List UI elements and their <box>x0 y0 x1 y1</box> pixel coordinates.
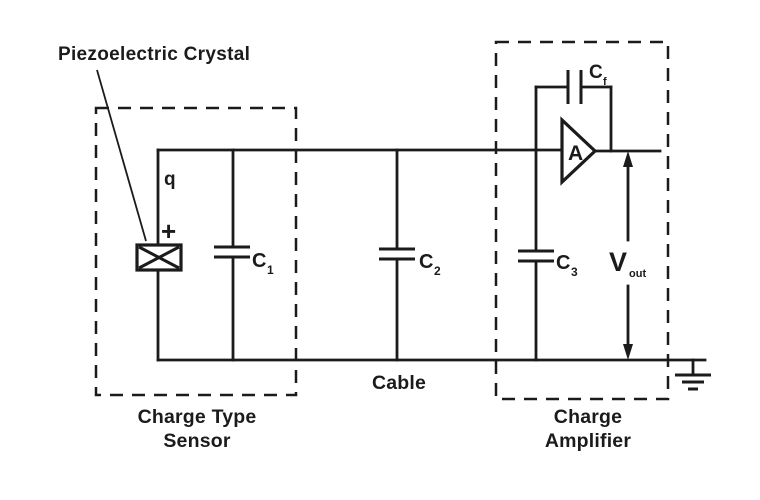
amplifier-caption-line1: Charge <box>554 406 622 428</box>
c1-label: C <box>252 250 266 272</box>
feedback-capacitor-cf: C f <box>534 62 613 153</box>
sensor-caption-line1: Charge Type <box>138 406 257 428</box>
vout-arrow: V out <box>609 151 646 360</box>
charge-q-label: q <box>164 169 176 190</box>
wires <box>156 148 707 362</box>
opamp-gain-label: A <box>568 142 583 165</box>
plus-polarity-label: + <box>161 216 176 246</box>
crystal-diagonal-2 <box>138 245 180 270</box>
cable-label: Cable <box>372 372 426 394</box>
capacitor-c1: C 1 <box>214 148 274 362</box>
piezo-crystal-symbol <box>135 243 183 272</box>
c2-label: C <box>419 251 433 273</box>
c2-subscript: 2 <box>434 264 441 278</box>
opamp-triangle <box>560 116 598 186</box>
capacitor-c2: C 2 <box>379 148 441 362</box>
cf-subscript: f <box>603 76 607 88</box>
sensor-caption-line2: Sensor <box>163 430 231 452</box>
c3-label: C <box>556 252 570 274</box>
ground-symbol <box>675 358 711 391</box>
c1-subscript: 1 <box>267 263 274 277</box>
capacitor-c3: C 3 <box>518 148 578 362</box>
sensor-dashed-box <box>94 106 298 397</box>
vout-label: V <box>609 247 627 277</box>
vout-subscript: out <box>629 268 646 280</box>
vout-arrowhead-up <box>623 151 633 167</box>
piezo-crystal-label: Piezoelectric Crystal <box>58 44 250 65</box>
amplifier-caption-line2: Amplifier <box>545 430 632 452</box>
c3-subscript: 3 <box>571 265 578 279</box>
opamp-symbol: A <box>560 116 598 186</box>
cf-label: C <box>589 62 603 83</box>
vout-arrowhead-down <box>623 344 633 360</box>
piezo-pointer-line <box>96 69 147 242</box>
